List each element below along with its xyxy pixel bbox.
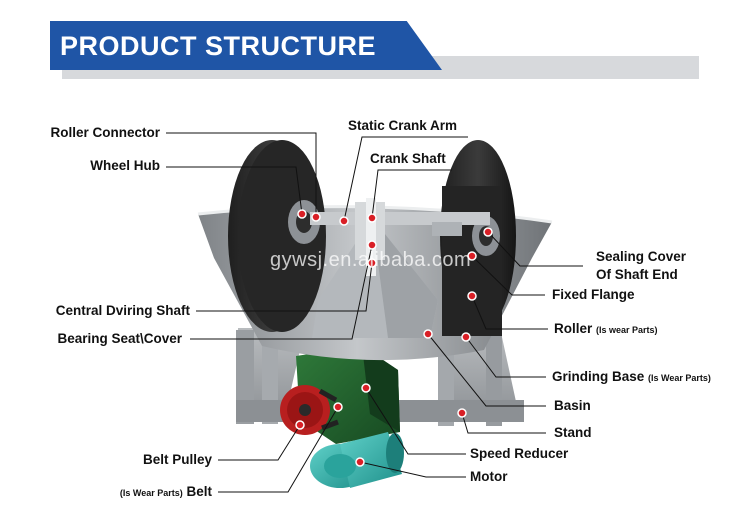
leader-lines	[166, 132, 583, 493]
label-roller-note: (Is wear Parts)	[596, 325, 658, 335]
label-belt-note: (Is Wear Parts)	[119, 488, 183, 498]
label-sealing-cover-line1: Sealing Cover	[596, 249, 687, 264]
dot-fixed-flange	[467, 251, 477, 261]
dot-static-crank-arm	[339, 216, 349, 226]
label-roller-group: Roller (Is wear Parts)	[554, 321, 658, 338]
dot-roller-connector	[311, 212, 321, 222]
label-wheel-hub: Wheel Hub	[90, 158, 160, 173]
dot-belt	[333, 402, 343, 412]
label-belt-group: (Is Wear Parts) Belt	[60, 484, 212, 501]
label-grinding-base-group: Grinding Base (Is Wear Parts)	[552, 369, 711, 386]
label-stand: Stand	[554, 425, 592, 440]
label-belt: Belt	[186, 484, 212, 499]
label-belt-pulley: Belt Pulley	[142, 452, 212, 467]
dot-motor	[355, 457, 365, 467]
label-bearing-seat-cover: Bearing Seat\Cover	[57, 331, 182, 346]
marker-dots	[295, 209, 493, 467]
dot-speed-reducer	[361, 383, 371, 393]
belt-pulley-shape	[280, 385, 339, 435]
label-roller: Roller	[554, 321, 593, 336]
label-motor: Motor	[470, 469, 508, 484]
watermark-text: gywsj.en.alibaba.com	[270, 249, 472, 271]
dot-wheel-hub	[297, 209, 307, 219]
header-band	[50, 21, 442, 70]
page-title: PRODUCT STRUCTURE	[60, 31, 376, 61]
label-grinding-base-note: (Is Wear Parts)	[648, 373, 711, 383]
label-central-driving-shaft: Central Dviring Shaft	[55, 303, 190, 318]
dot-central-driving-shaft	[367, 258, 377, 268]
label-roller-connector: Roller Connector	[50, 125, 160, 140]
label-fixed-flange: Fixed Flange	[552, 287, 635, 302]
motor-shape	[310, 432, 404, 488]
label-crank-shaft: Crank Shaft	[370, 151, 446, 166]
label-basin: Basin	[554, 398, 591, 413]
dot-roller	[467, 291, 477, 301]
left-roller-wheel	[228, 140, 326, 332]
dot-crank-shaft	[367, 213, 377, 223]
dot-bearing-seat	[367, 240, 377, 250]
label-grinding-base: Grinding Base	[552, 369, 645, 384]
crank-shaft-assembly	[310, 198, 490, 276]
label-static-crank-arm: Static Crank Arm	[348, 118, 458, 133]
dot-grinding-base	[461, 332, 471, 342]
label-speed-reducer: Speed Reducer	[470, 446, 569, 461]
dot-basin	[423, 329, 433, 339]
dot-belt-pulley	[295, 420, 305, 430]
dot-stand	[457, 408, 467, 418]
label-sealing-cover-line2: Of Shaft End	[596, 267, 678, 282]
right-roller-wheel	[440, 140, 516, 336]
dot-sealing-cover	[483, 227, 493, 237]
